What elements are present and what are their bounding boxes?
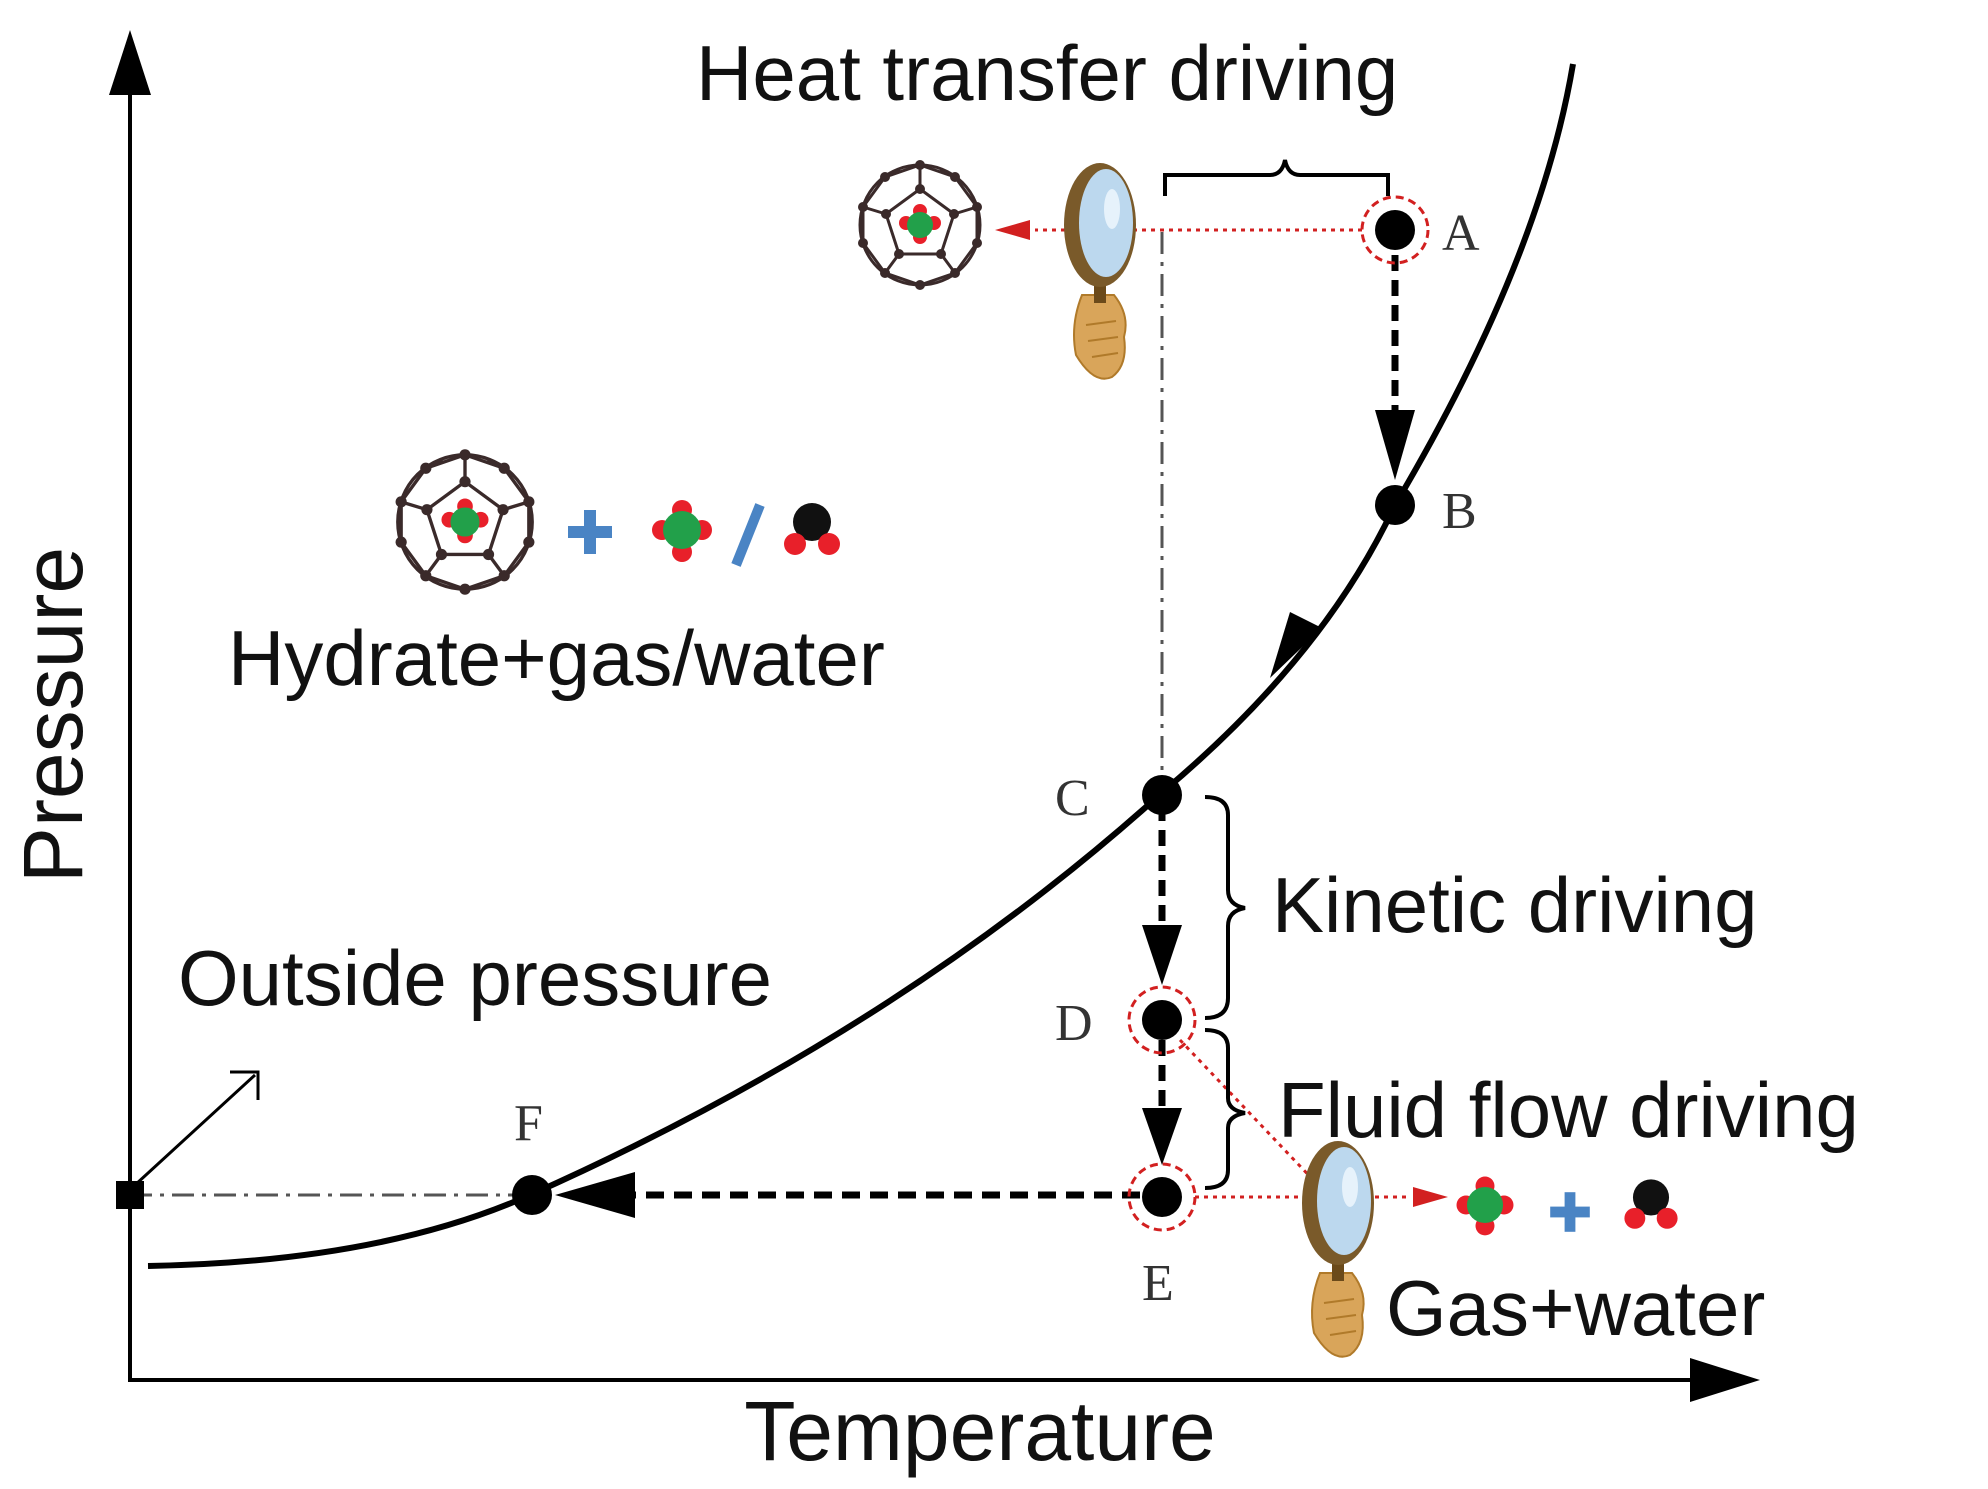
point-label-f: F [514,1095,543,1152]
fluid-flow-label: Fluid flow driving [1278,1066,1859,1154]
fluid-flow-brace [1204,1028,1246,1190]
arrowhead-d-icon [1142,925,1182,985]
outside-pressure-pointer [133,1073,257,1187]
gas-water-label: Gas+water [1386,1264,1765,1352]
point-label-d: D [1055,995,1093,1052]
slash-icon [731,503,765,567]
heat-transfer-label: Heat transfer driving [696,29,1398,117]
x-axis-label: Temperature [744,1384,1216,1478]
point-b [1375,485,1415,525]
hydrate-cage-icon [393,447,537,597]
highlight-ring-a [1360,195,1430,265]
y-axis-label: Pressure [6,547,100,883]
arrowhead-b-icon [1375,410,1415,480]
point-label-b: B [1442,483,1477,540]
red-arrowhead-a-icon [995,220,1030,240]
hydrate-cage-icon [856,158,984,292]
curve-arrowhead-icon [1270,612,1322,678]
kinetic-driving-label: Kinetic driving [1272,861,1758,949]
arrowhead-e-icon [1142,1108,1182,1165]
axes: Temperature Pressure [6,30,1760,1478]
red-guide-d [1178,1038,1320,1187]
water-molecule-icon [784,503,840,555]
y-axis-arrowhead [109,30,151,95]
red-arrowhead-e-icon [1413,1187,1448,1207]
highlight-ring-d [1127,985,1197,1055]
plus-icon [568,510,612,554]
kinetic-brace [1204,795,1246,1020]
hydrate-mix-label: Hydrate+gas/water [228,614,885,702]
magnifying-glass-icon [1301,1140,1375,1358]
gas-molecule-icon [652,500,712,562]
magnifying-glass-icon [1063,162,1137,380]
point-e [1142,1177,1182,1217]
outside-pressure-marker [116,1181,144,1209]
point-d [1142,1000,1182,1040]
water-molecule-icon [1624,1179,1678,1229]
point-a [1375,210,1415,250]
arrowhead-f-icon [555,1172,635,1218]
state-points [512,210,1415,1217]
outside-pressure-pointer-head [230,1070,260,1100]
point-label-a: A [1442,205,1480,262]
point-label-e: E [1142,1255,1174,1312]
phase-equilibrium-curve [147,63,1576,1269]
outside-pressure-label: Outside pressure [178,934,772,1022]
highlight-ring-e [1127,1162,1197,1232]
heat-transfer-brace [1163,159,1390,196]
x-axis-arrowhead [1690,1358,1760,1402]
point-f [512,1175,552,1215]
gas-molecule-icon [1456,1176,1514,1236]
point-c [1142,775,1182,815]
point-label-c: C [1055,770,1090,827]
plus-icon [1550,1192,1590,1232]
